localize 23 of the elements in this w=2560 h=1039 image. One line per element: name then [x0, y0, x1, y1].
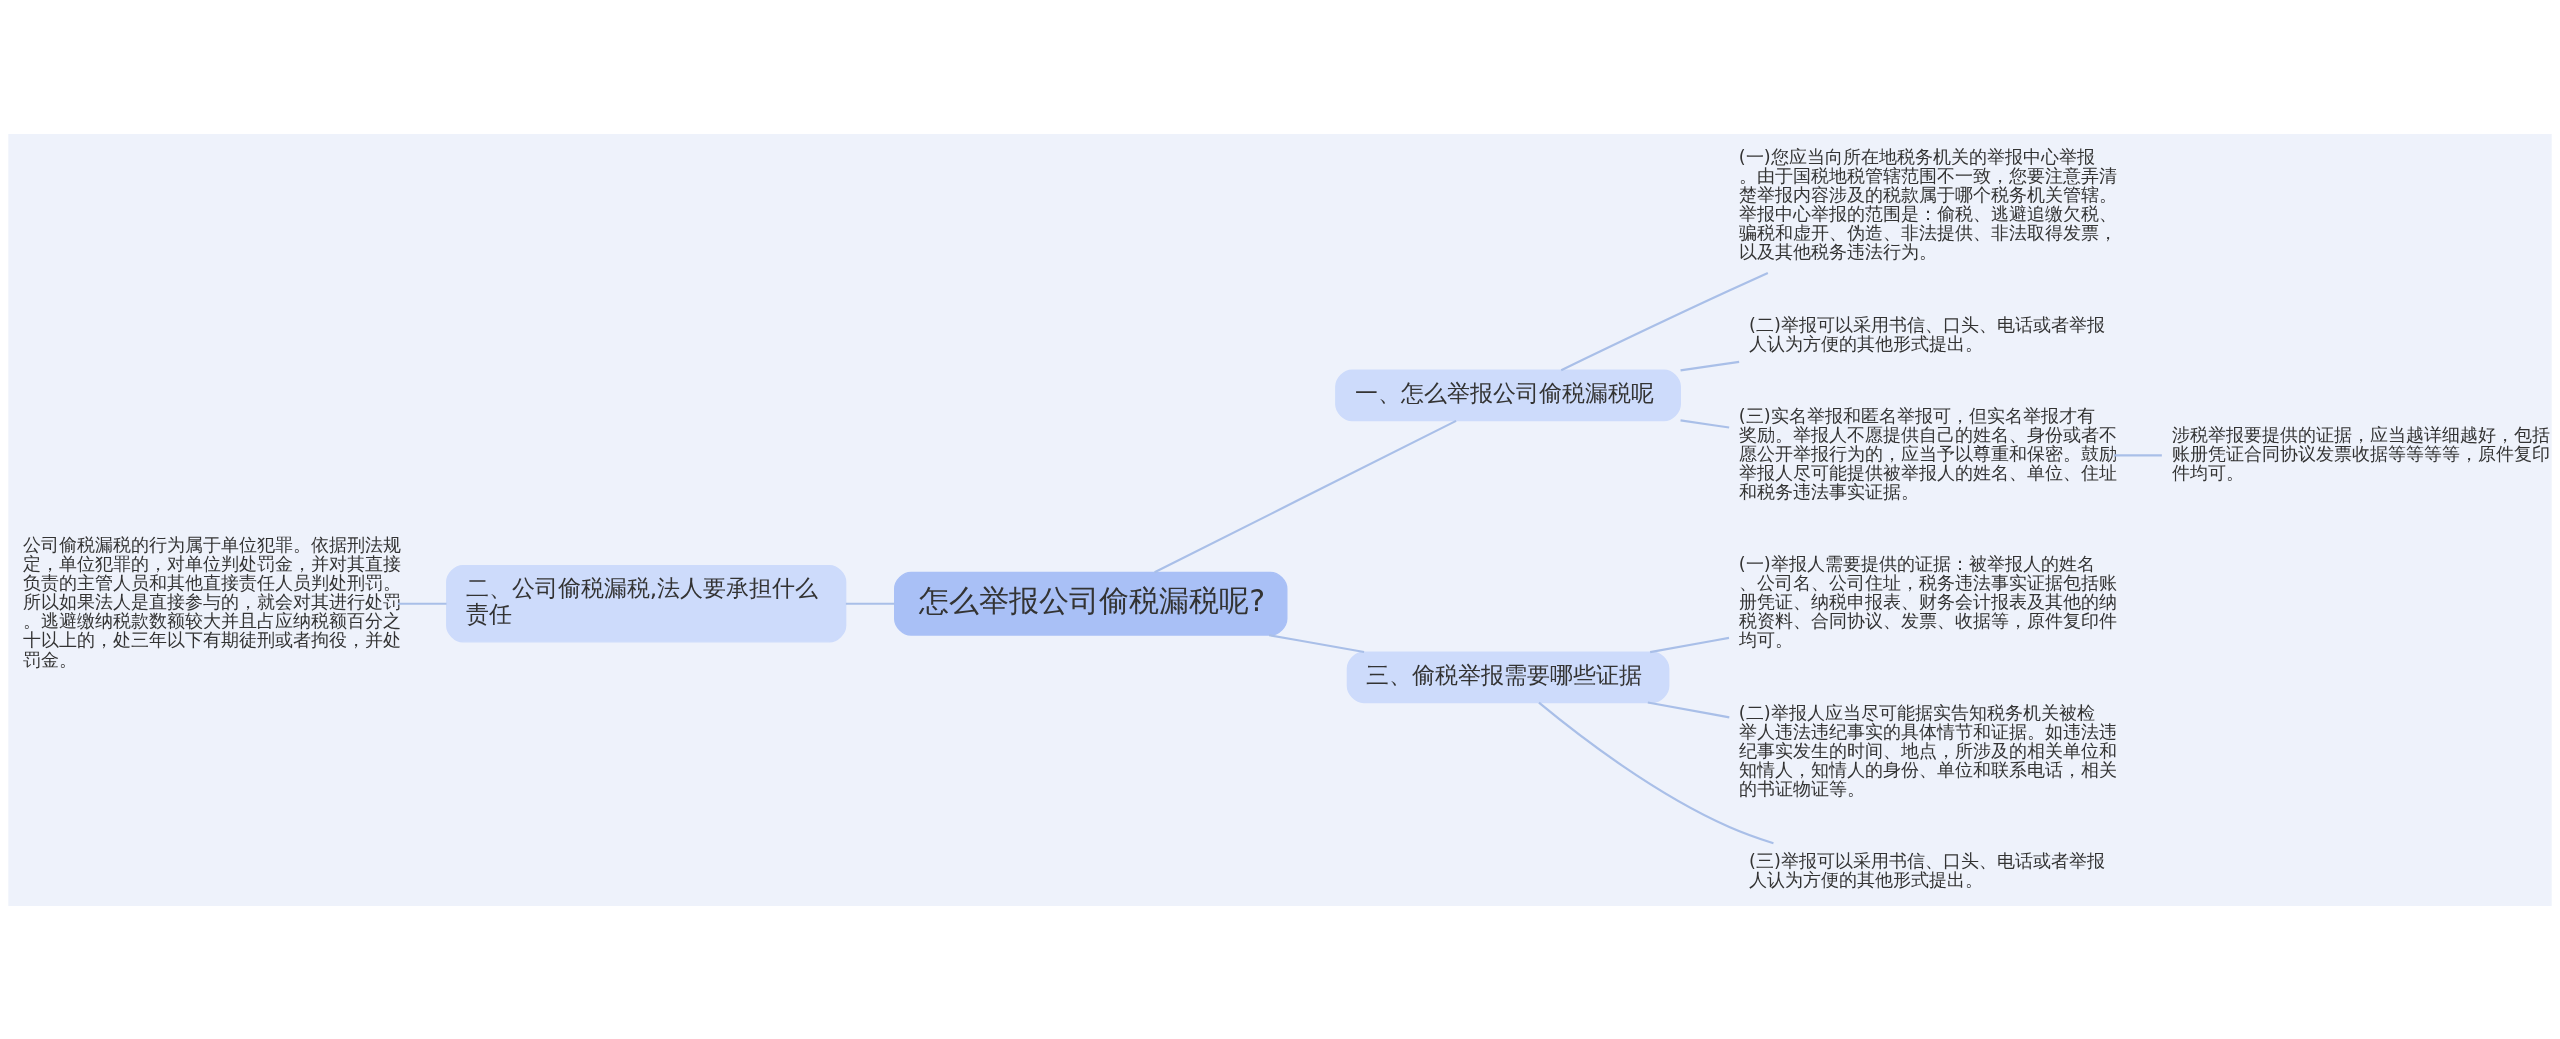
connector [1649, 636, 1730, 653]
node-text: 公司偷税漏税的行为属于单位犯罪。依据刑法规定，单位犯罪的，对单位判处罚金，并对其直接负责的主管人员和其他直接责任人员判处刑罚。所以如果法人是直接参与的，就会对其进行处罚。逃避缴纳税款数额较大并且占应纳税额百分之十以上的，处三年以下有期徒刑或者拘役，并处罚金。 [23, 534, 402, 670]
connector [1154, 419, 1457, 573]
connector [1560, 271, 1769, 371]
node-text: (三)举报可以采用书信、口头、电话或者举报人认为方便的其他形式提出。 [1749, 850, 2105, 890]
connector [1647, 700, 1730, 718]
node-box: 二、公司偷税漏税,法人要承担什么责任 [446, 564, 847, 643]
connector [397, 602, 447, 605]
node-text: (三)实名举报和匿名举报可，但实名举报才有奖励。举报人不愿提供自己的姓名、身份或者不愿公开举报行为的，应当予以尊重和保密。鼓励举报人尽可能提供被举报人的姓名、单位、住址和税务违法事实证据。 [1738, 405, 2117, 502]
connector [845, 602, 895, 605]
connector [1268, 633, 1365, 653]
node-text: (二)举报人应当尽可能据实告知税务机关被检举人违法违纪事实的具体情节和证据。如违法违纪事实发生的时间、地点，所涉及的相关单位和知情人，知情人的身份、单位和联系电话，相关的书证物证等。 [1738, 702, 2117, 799]
node-text: (一)举报人需要提供的证据：被举报人的姓名、公司名、公司住址，税务违法事实证据包括账册凭证、纳税申报表、财务会计报表及其他的纳税资料、合同协议、发票、收据等，原件复印件均可。 [1738, 553, 2117, 650]
connector [1680, 360, 1740, 372]
node-box: 一、怎么举报公司偷税漏税呢 [1335, 369, 1681, 421]
connector [2113, 453, 2162, 456]
connector [1538, 701, 1774, 844]
node-text: (一)您应当向所在地税务机关的举报中心举报。由于国税地税管辖范围不一致，您要注意弄清楚举报内容涉及的税款属于哪个税务机关管辖。举报中心举报的范围是：偷税、逃避追缴欠税、骗税和虚开、伪造、非法提供、非法取得发票，以及其他税务违法行为。 [1738, 146, 2117, 262]
node-text: 涉税举报要提供的证据，应当越详细越好，包括账册凭证合同协议发票收据等等等等，原件复印件均可。 [2171, 424, 2550, 483]
connector [1680, 418, 1730, 429]
node-box: 三、偷税举报需要哪些证据 [1346, 650, 1670, 703]
node-text: (二)举报可以采用书信、口头、电话或者举报人认为方便的其他形式提出。 [1749, 314, 2105, 354]
node-box: 怎么举报公司偷税漏税呢? [894, 571, 1288, 636]
